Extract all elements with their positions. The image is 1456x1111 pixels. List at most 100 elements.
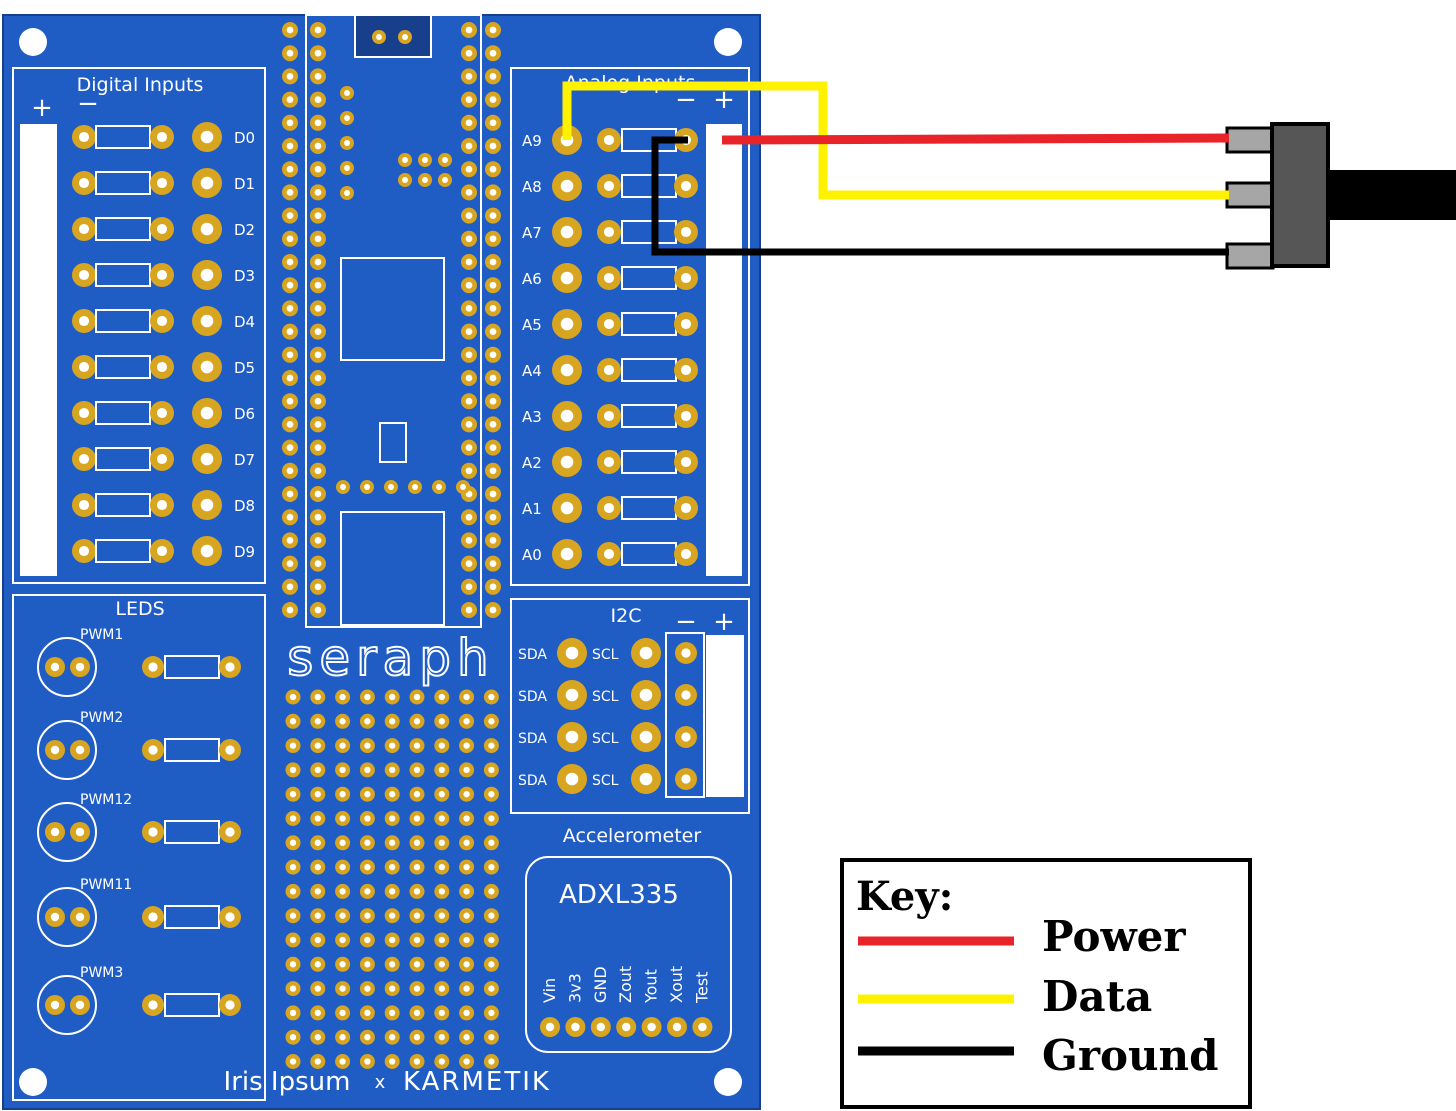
pad-hole [389, 1058, 396, 1065]
analog-pin-label-a8: A8 [522, 178, 542, 196]
pad-hole [489, 606, 497, 614]
analog-minus-label: − [675, 85, 697, 115]
pad-hole [344, 115, 350, 121]
i2c-scl-label: SCL [592, 647, 619, 663]
pad-hole [465, 444, 473, 451]
mount-hole [714, 28, 742, 56]
pad-hole [463, 863, 470, 871]
accel-pin-label-3v3: 3v3 [565, 973, 584, 1003]
connector-body [1270, 122, 1330, 268]
pad-hole [314, 444, 322, 451]
key-label-power: Power [1042, 912, 1186, 961]
analog-pin-label-a5: A5 [522, 316, 542, 334]
pad-hole [565, 730, 579, 744]
analog-pin-label-a4: A4 [522, 362, 542, 380]
pad-hole [488, 1009, 495, 1017]
pad-hole [286, 305, 294, 312]
pad-hole [413, 791, 421, 798]
pad-hole [488, 863, 495, 871]
digital-minus-label: − [77, 89, 99, 119]
pad-hole [438, 815, 445, 822]
pad-hole [286, 73, 294, 80]
pad-hole [545, 1022, 555, 1032]
pad-hole [314, 839, 321, 846]
pad-hole [402, 34, 408, 40]
pad-hole [438, 693, 445, 701]
pad-hole [225, 827, 235, 837]
pad-hole [314, 374, 322, 382]
pad-hole [314, 888, 321, 895]
pad-hole [364, 1058, 371, 1065]
pad-hole [565, 646, 579, 660]
pad-hole [78, 269, 90, 281]
pad-hole [413, 815, 421, 822]
pad-hole [340, 484, 346, 490]
pad-hole [286, 26, 294, 34]
pad-hole [488, 766, 495, 774]
pad-hole [488, 742, 495, 749]
analog-pin-label-a0: A0 [522, 546, 542, 564]
pad-hole [314, 490, 322, 498]
pad-hole [376, 34, 382, 40]
pad-hole [314, 397, 322, 405]
pad-hole [156, 131, 168, 143]
pad-hole [463, 1009, 470, 1017]
pad-hole [314, 165, 322, 173]
pad-hole [603, 502, 615, 514]
pad-hole [489, 374, 497, 382]
pad-hole [438, 718, 445, 725]
pad-hole [148, 912, 158, 922]
connector-pin-power [1225, 126, 1275, 154]
pad-hole [389, 791, 396, 798]
pad-hole [465, 281, 473, 289]
digital-pin-label-d0: D0 [234, 129, 255, 147]
pad-hole [286, 165, 294, 173]
pad-hole [339, 742, 346, 749]
pad-hole [388, 484, 394, 490]
pad-hole [465, 513, 473, 521]
pad-hole [314, 1034, 321, 1041]
pad-hole [364, 985, 371, 992]
pad-hole [364, 936, 371, 944]
i2c-sda-label: SDA [518, 689, 547, 705]
pad-hole [438, 1058, 445, 1065]
pad-hole [289, 742, 297, 749]
sensor-connector [1225, 122, 1456, 270]
pad-hole [364, 1034, 371, 1041]
pad-hole [463, 718, 470, 725]
digital-pin-label-d5: D5 [234, 359, 255, 377]
pad-hole [156, 499, 168, 511]
pad-hole [438, 839, 445, 846]
pad-hole [286, 281, 294, 289]
analog-pin-label-a3: A3 [522, 408, 542, 426]
accel-pin-label-zout: Zout [616, 966, 635, 1003]
pad-hole [50, 912, 60, 922]
pad-hole [680, 548, 692, 560]
pad-hole [314, 467, 322, 475]
pad-hole [489, 212, 497, 219]
digital-inputs-title: Digital Inputs [77, 74, 204, 96]
pad-hole [339, 888, 346, 895]
i2c-scl-label: SCL [592, 731, 619, 747]
pad-hole [78, 453, 90, 465]
pad-hole [286, 397, 294, 405]
pad-hole [289, 766, 297, 774]
pad-hole [402, 157, 408, 163]
pad-hole [681, 732, 691, 742]
accel-pin-label-xout: Xout [667, 966, 686, 1003]
pad-hole [489, 467, 497, 475]
pad-hole [465, 421, 473, 428]
pad-hole [438, 888, 445, 895]
pad-hole [364, 766, 371, 774]
pad-hole [75, 1000, 85, 1010]
led-label-pwm2: PWM2 [80, 710, 123, 726]
pad-hole [364, 1009, 371, 1017]
pad-hole [344, 190, 350, 196]
i2c-sda-label: SDA [518, 647, 547, 663]
pad-hole [639, 688, 653, 702]
pad-hole [603, 272, 615, 284]
pad-hole [314, 606, 322, 614]
pad-hole [200, 314, 214, 328]
pad-hole [389, 839, 396, 846]
